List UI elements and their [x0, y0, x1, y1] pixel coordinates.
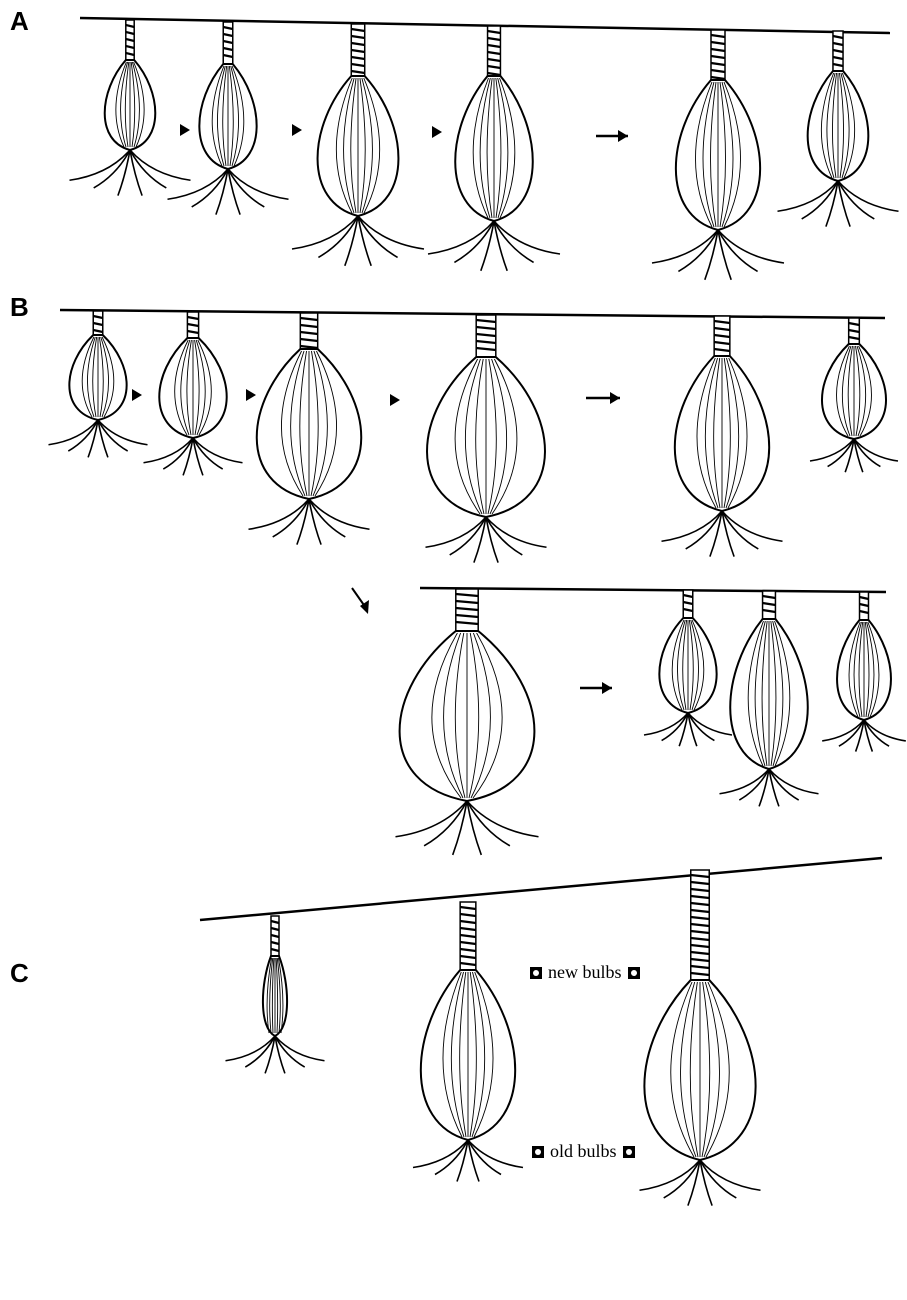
soil-line [80, 18, 890, 33]
new-bulbs-callout: new bulbs [530, 962, 640, 983]
arrow-icon [132, 389, 142, 401]
bulb [70, 20, 191, 196]
bulb [426, 315, 547, 563]
panel-label-c: C [10, 958, 29, 989]
bulb [822, 592, 906, 752]
bulb [428, 26, 560, 271]
bulb [640, 870, 761, 1206]
marker-icon [532, 1146, 544, 1158]
bulbs-layer [49, 20, 906, 1206]
marker-icon [623, 1146, 635, 1158]
old-bulbs-callout: old bulbs [532, 1141, 635, 1162]
new-bulbs-label: new bulbs [548, 962, 622, 983]
bulb [652, 30, 784, 280]
bulb [644, 590, 732, 746]
soil-line [60, 310, 885, 318]
bulb [396, 589, 539, 855]
arrow-icon [610, 392, 620, 404]
bulb [226, 916, 325, 1073]
panel-label-b: B [10, 292, 29, 323]
bulb [413, 902, 523, 1182]
arrow-icon [618, 130, 628, 142]
arrow-icon [432, 126, 442, 138]
bulb [720, 591, 819, 806]
arrow-icon [390, 394, 400, 406]
marker-icon [628, 967, 640, 979]
bulb [249, 313, 370, 545]
bulb [292, 24, 424, 266]
panel-label-a: A [10, 6, 29, 37]
bulb [778, 31, 899, 227]
bulb [49, 311, 148, 457]
bulb [662, 316, 783, 557]
soil-line [200, 858, 882, 920]
arrow-icon [292, 124, 302, 136]
soil-line [420, 588, 886, 592]
arrow-icon [602, 682, 612, 694]
old-bulbs-label: old bulbs [550, 1141, 617, 1162]
arrow-icon [246, 389, 256, 401]
marker-icon [530, 967, 542, 979]
arrow-icon [180, 124, 190, 136]
bulb [810, 318, 898, 472]
bulb [144, 312, 243, 475]
bulb [168, 22, 289, 215]
